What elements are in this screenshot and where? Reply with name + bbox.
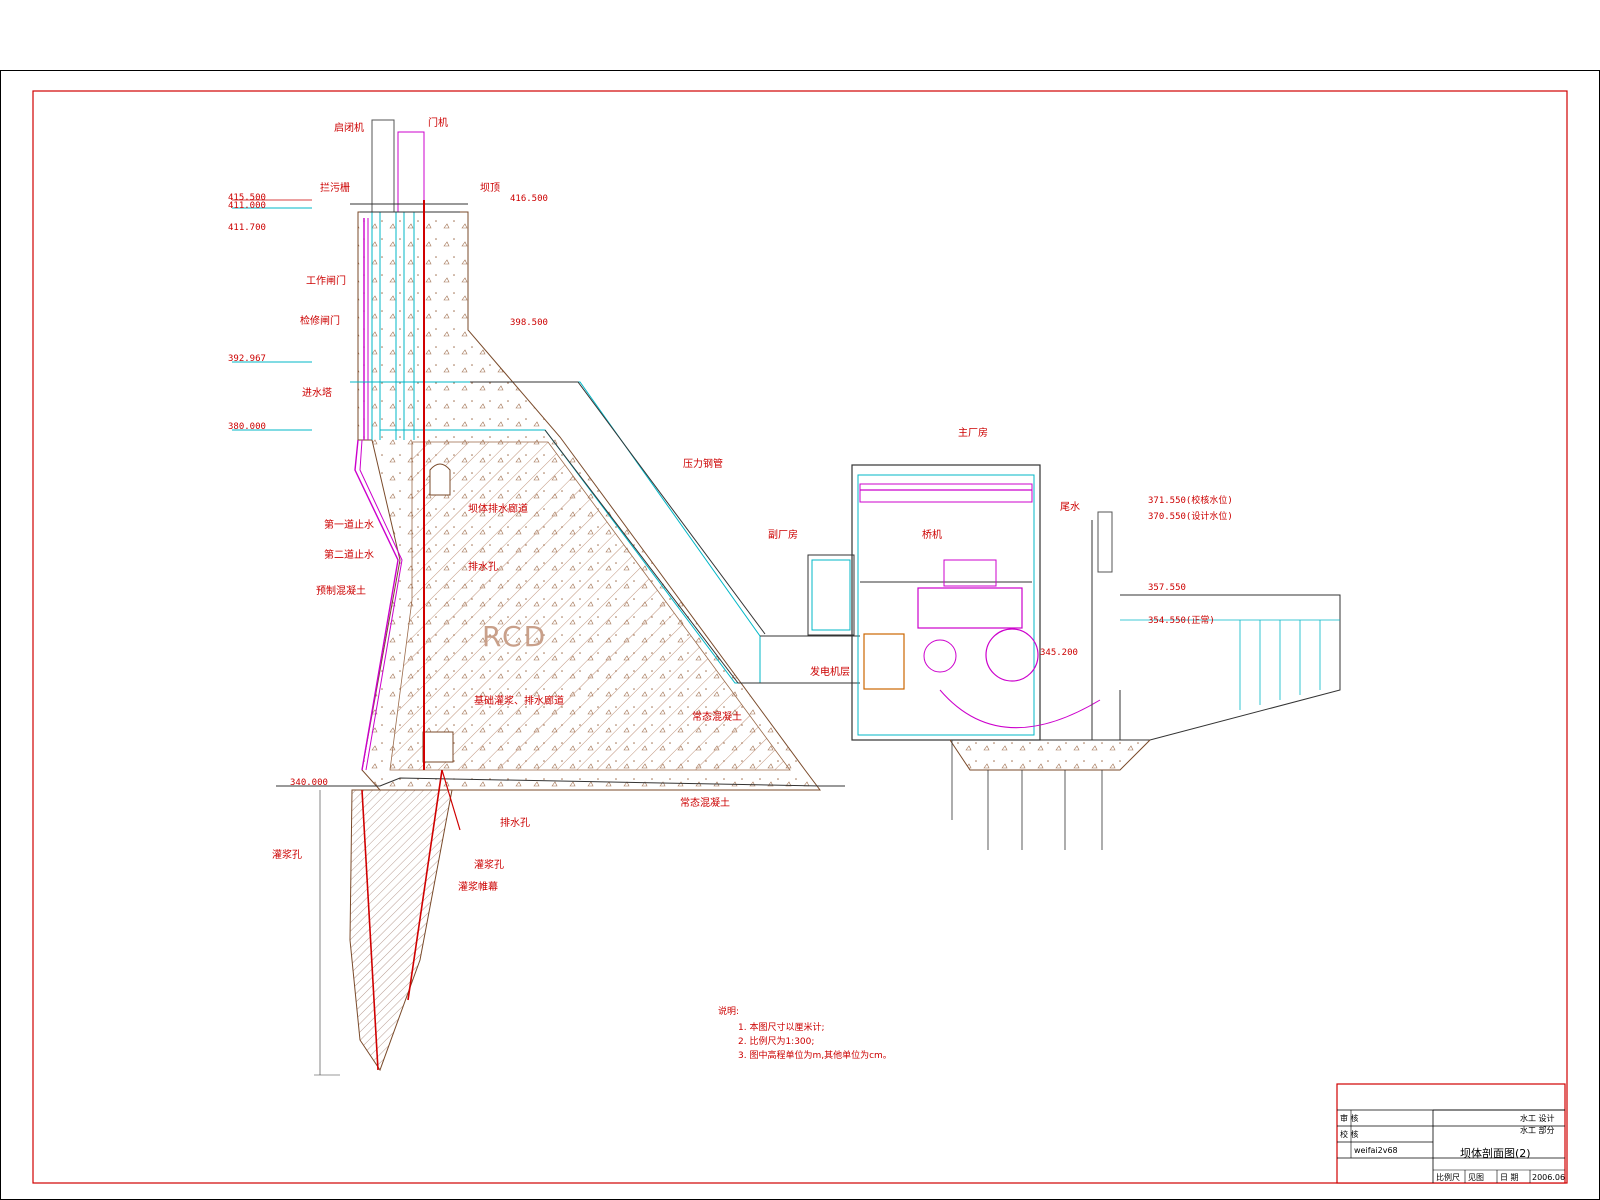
- label-drain-hole: 排水孔: [468, 560, 498, 573]
- grout-curtain: [349, 789, 453, 1072]
- title-block: 审 核 校 核 weifai2v68 水工 设计 水工 部分 坝体剖面图(2) …: [1336, 1083, 1566, 1184]
- label-tailrace-crane: 尾水: [1060, 501, 1080, 513]
- tb-scale-value: 见图: [1468, 1173, 1484, 1182]
- draft-tube: [950, 690, 1121, 741]
- spiral-case: [985, 628, 1039, 682]
- label-powerhouse-main: 主厂房: [958, 426, 988, 439]
- elev-357: 357.550: [1148, 583, 1186, 593]
- label-layer-1: 第一道止水: [324, 518, 374, 531]
- gallery-upper: [429, 463, 451, 496]
- notes: 说明: 1. 本图尺寸以厘米计; 2. 比例尺为1:300; 3. 图中高程单位…: [718, 1005, 892, 1061]
- label-bulkhead: 检修闸门: [300, 314, 340, 327]
- notes-line-2: 2. 比例尺为1:300;: [738, 1035, 814, 1047]
- tb-review: 审 核: [1340, 1113, 1359, 1123]
- notes-line-3: 3. 图中高程单位为m,其他单位为cm。: [738, 1049, 892, 1061]
- tb-date-value: 2006.06: [1532, 1173, 1565, 1182]
- hoist-housing: [397, 131, 425, 213]
- label-precast: 预制混凝土: [316, 584, 366, 597]
- powerhouse-aux: [807, 554, 855, 636]
- notes-heading: 说明:: [718, 1005, 739, 1017]
- label-layer-2: 第二道止水: [324, 548, 374, 561]
- label-penstock: 压力钢管: [683, 457, 723, 470]
- elev-416: 416.500: [510, 194, 548, 204]
- notes-line-1: 1. 本图尺寸以厘米计;: [738, 1021, 824, 1033]
- tb-dept-1: 水工 设计: [1520, 1113, 1555, 1123]
- elev-354: 354.550(正常): [1148, 614, 1215, 626]
- label-crane: 桥机: [922, 528, 942, 541]
- elev-370: 370.550(设计水位): [1148, 510, 1233, 522]
- label-powerhouse-aux: 副厂房: [768, 528, 798, 541]
- elev-380: 380.000: [228, 422, 266, 432]
- generator: [917, 587, 1023, 629]
- label-normal-concrete-2: 常态混凝土: [680, 796, 730, 809]
- tb-scale-label: 比例尺: [1436, 1172, 1460, 1182]
- label-grout-hole: 灌浆孔: [474, 858, 504, 871]
- label-crest: 坝顶: [480, 182, 500, 194]
- elev-392: 392.967: [228, 354, 266, 364]
- rcd-core: [389, 441, 791, 771]
- label-foundation-gallery: 基础灌浆、排水廊道: [474, 694, 564, 707]
- drawing-border: [32, 90, 1568, 1184]
- label-drain-hole-2: 排水孔: [500, 816, 530, 829]
- tb-check: 校 核: [1340, 1129, 1359, 1139]
- gallery-foundation: [422, 731, 454, 763]
- label-hoist: 启闭机: [334, 121, 364, 134]
- labels: 启闭机 门机 拦污栅 坝顶 工作闸门 检修闸门 进水塔 坝体排水廊道 排水孔 第…: [272, 116, 1080, 893]
- elev-340: 340.000: [290, 778, 328, 788]
- label-trash-rack: 拦污栅: [320, 181, 350, 194]
- elev-371: 371.550(校核水位): [1148, 494, 1233, 506]
- tb-title: 坝体剖面图(2): [1460, 1146, 1531, 1160]
- elev-345: 345.200: [1040, 648, 1078, 658]
- label-hoist-2: 门机: [428, 116, 448, 129]
- label-grout-hole-left: 灌浆孔: [272, 848, 302, 861]
- ground-line: [276, 777, 845, 787]
- label-grout-curtain: 灌浆帷幕: [458, 880, 498, 893]
- elev-415: 415.500: [228, 193, 266, 203]
- label-generator-room: 发电机层: [810, 665, 850, 678]
- elev-411: 411.000: [228, 201, 266, 211]
- label-normal-concrete-1: 常态混凝土: [692, 710, 742, 723]
- tb-designer: weifai2v68: [1354, 1146, 1398, 1155]
- rcd-mark: RCD: [482, 620, 547, 653]
- penstock: [738, 635, 860, 684]
- tailrace: [1091, 520, 1341, 741]
- tb-dept-2: 水工 部分: [1520, 1125, 1555, 1135]
- elev-398: 398.500: [510, 318, 548, 328]
- elev-411-7: 411.700: [228, 223, 266, 233]
- intake-tower: [371, 119, 395, 213]
- tb-date-label: 日 期: [1500, 1173, 1519, 1182]
- label-gallery-drain: 坝体排水廊道: [468, 502, 528, 515]
- label-gate: 工作闸门: [306, 274, 346, 287]
- elevations: 415.500 411.000 411.700 416.500 398.500 …: [228, 193, 1233, 788]
- label-intake: 进水塔: [302, 386, 332, 399]
- powerhouse-main: [851, 464, 1041, 741]
